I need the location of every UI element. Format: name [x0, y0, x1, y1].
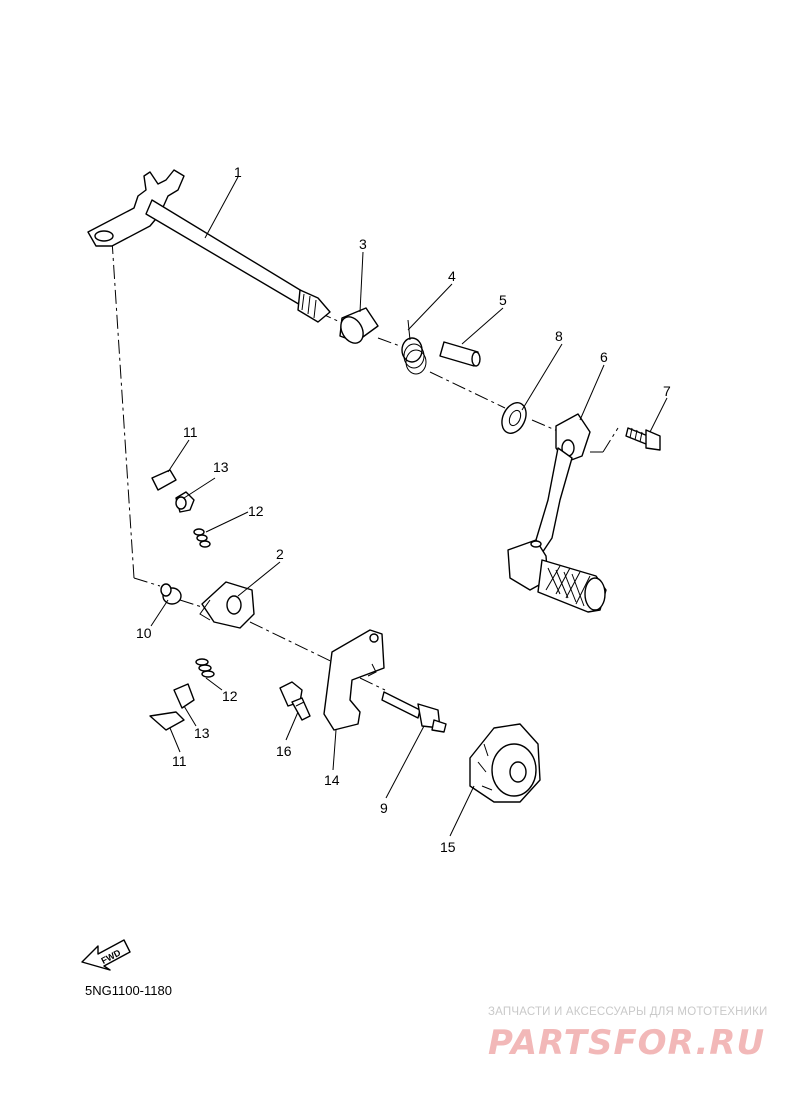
torsion-spring-part [401, 319, 427, 375]
shift-pedal-part [507, 413, 607, 613]
callout-11-lower: 11 [172, 753, 187, 769]
callout-11-upper: 11 [183, 424, 198, 440]
watermark-caption: ЗАПЧАСТИ И АКСЕССУАРЫ ДЛЯ МОТОТЕХНИКИ [488, 1006, 768, 1018]
lower-detent-parts [149, 658, 215, 731]
collar-part [339, 307, 379, 344]
shaft-bolt-part [381, 691, 447, 733]
shift-drum-segment-part [469, 723, 541, 803]
callout-7: 7 [663, 383, 671, 399]
callout-3: 3 [359, 236, 367, 252]
callout-16: 15 [440, 839, 456, 855]
pin-part [439, 341, 481, 367]
callout-13-lower: 13 [194, 725, 210, 741]
washer-part [160, 583, 182, 605]
callout-6: 6 [600, 349, 608, 365]
callout-12-upper: 12 [248, 503, 264, 519]
callout-labels: 1 3 4 5 8 6 7 11 13 12 2 10 12 13 11 16 … [136, 164, 671, 855]
callout-14: 14 [324, 772, 340, 788]
stopper-plate-part [323, 629, 385, 731]
callout-2: 2 [276, 546, 284, 562]
watermark-logo: PARTSFOR.RU [488, 1023, 765, 1062]
diagram-code: 5NG1100-1180 [85, 983, 172, 998]
callout-5: 5 [499, 292, 507, 308]
shift-arm-part [199, 581, 255, 629]
shift-shaft-part [87, 169, 331, 323]
oil-seal-part [501, 402, 527, 434]
stopper-bolt-part [279, 681, 311, 721]
upper-detent-parts [151, 469, 211, 548]
callout-8: 8 [555, 328, 563, 344]
callout-13-upper: 13 [213, 459, 229, 475]
fwd-arrow-icon: FWD [81, 939, 131, 971]
pedal-bolt-part [625, 427, 661, 451]
callout-12-lower: 12 [222, 688, 238, 704]
callout-15: 16 [276, 743, 292, 759]
callout-4: 4 [448, 268, 456, 284]
callout-9: 9 [380, 800, 388, 816]
svg-text:PARTSFOR.RU: PARTSFOR.RU [488, 1023, 765, 1062]
alignment-lines [111, 239, 619, 691]
callout-10: 10 [136, 625, 152, 641]
callout-1: 1 [234, 164, 242, 180]
leader-lines [150, 176, 668, 837]
